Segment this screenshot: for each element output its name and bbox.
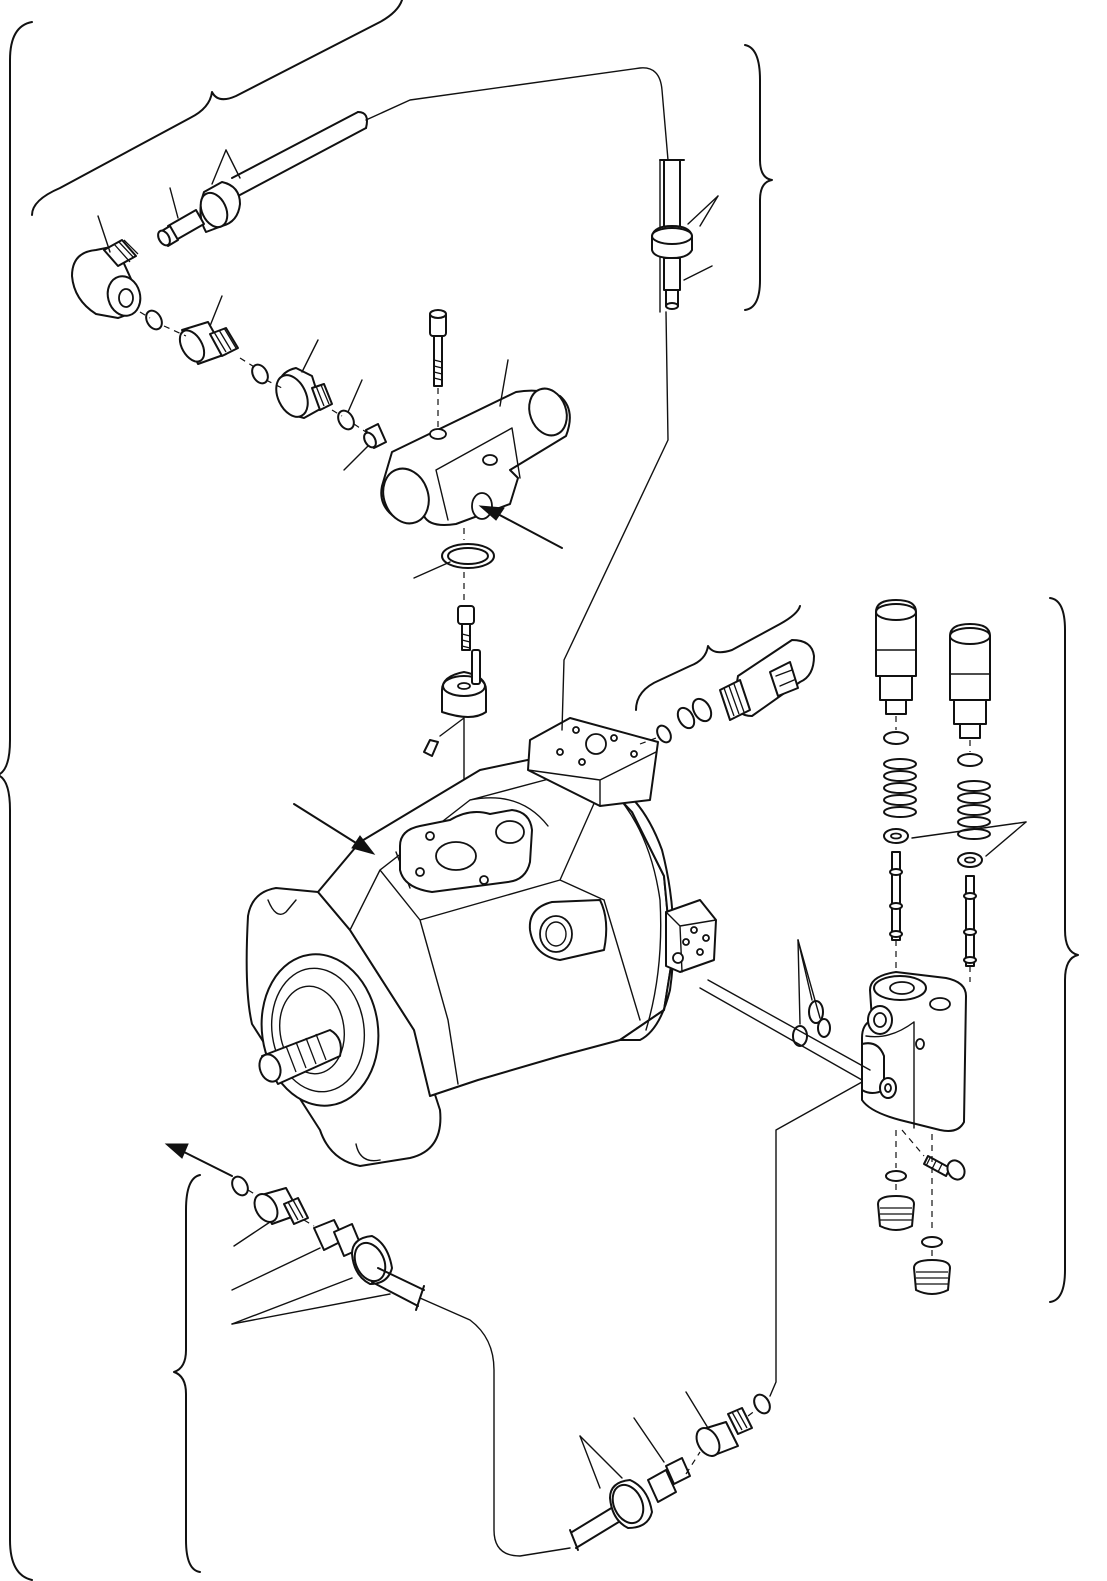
left-group-brace — [0, 21, 33, 1581]
callout-leader-elbow — [97, 215, 111, 253]
callout-leader-nipple-lower — [231, 1247, 321, 1291]
right-upper-hose — [651, 159, 719, 310]
o-ring-solenoid-b — [676, 706, 696, 730]
o-ring-cartridge-left — [883, 731, 909, 745]
main-pump — [245, 159, 717, 1167]
routing-line-block-to-gauge — [561, 311, 669, 731]
relief-cartridge-right — [949, 623, 991, 739]
o-ring-cartridge-right — [957, 753, 983, 767]
pin — [423, 739, 439, 757]
callout-leader-hose-nut-lower-a — [231, 1277, 353, 1325]
relief-cartridge-left — [875, 599, 917, 715]
spring-left — [883, 758, 917, 818]
callout-leader-washers-b — [985, 821, 1027, 857]
callout-leader-hose-nut-a — [225, 149, 241, 179]
upper-hose-assembly — [71, 67, 669, 471]
arrow-lower-left — [179, 1149, 233, 1177]
routing-line-bottom-to-block — [769, 1081, 863, 1397]
right-upper-hose-brace — [744, 44, 773, 311]
solenoid-group-brace — [635, 605, 801, 711]
arrow-valve-port — [493, 511, 563, 549]
callout-leader-nipple — [169, 187, 179, 219]
poppet-left — [889, 851, 903, 941]
o-ring-union — [337, 409, 355, 431]
callout-leader-orifice — [343, 445, 369, 471]
orifice-plug — [363, 423, 387, 449]
callout-leader-nipple-right — [683, 265, 713, 281]
union-fitting — [275, 367, 333, 419]
callout-leader-adapter-bottom — [685, 1391, 709, 1429]
adapter-bottom — [695, 1407, 753, 1457]
plug-right — [913, 1259, 951, 1295]
callout-leader-valve-o-ring — [413, 561, 451, 579]
adapter-fitting — [178, 321, 239, 365]
callout-leader-hose-nut-bottom-a — [579, 1435, 601, 1489]
o-ring-solenoid-c — [656, 724, 672, 744]
o-ring-adapter — [251, 363, 269, 385]
solenoid-thread — [719, 679, 751, 721]
callout-leader-hose-nut-bottom-b — [579, 1435, 623, 1479]
hose-nut-right — [651, 225, 693, 259]
cap-screw-center — [457, 605, 475, 651]
callout-leader-block-o-rings-b — [797, 939, 801, 1025]
hose-nipple-right — [663, 257, 681, 310]
callout-leader-hose-nut-right-b — [699, 195, 719, 227]
arrow-pump — [293, 803, 365, 849]
upper-hose-tube — [231, 111, 367, 197]
o-ring-solenoid-a — [691, 697, 713, 723]
hose-nut-bottom — [609, 1479, 653, 1529]
bottom-hose-ends — [569, 1081, 863, 1551]
center-stack — [423, 605, 487, 837]
o-ring-plug-left — [885, 1170, 907, 1182]
lower-hose-group-brace — [173, 1174, 201, 1573]
valve-port-top — [429, 428, 447, 440]
adapter-lower — [253, 1187, 309, 1225]
o-ring-elbow — [145, 309, 163, 331]
relief-block-bolt — [901, 1129, 966, 1181]
poppet-right — [963, 875, 977, 967]
callout-leader-hose-nut-b — [211, 149, 227, 185]
hose-nut-lower — [351, 1235, 393, 1285]
o-ring-block-b — [792, 1025, 808, 1047]
o-ring-plug-right — [921, 1236, 943, 1248]
o-ring-lower — [231, 1175, 249, 1197]
valve-port-side — [482, 454, 498, 466]
lower-hose-assembly — [164, 1143, 571, 1557]
lower-hose-tube — [371, 1267, 425, 1307]
o-ring-block-c — [817, 1018, 831, 1038]
valve-mounting-bolt — [429, 309, 447, 430]
solenoid-valve — [639, 639, 815, 745]
nipple-bottom — [647, 1457, 691, 1503]
hose-routing-line-lower — [419, 1297, 571, 1557]
hose-nipple-upper — [157, 209, 205, 247]
callout-leader-adapter — [209, 295, 223, 327]
callout-leader-valve-body — [499, 359, 509, 407]
spacer-block — [441, 649, 487, 718]
callout-leader-washers-a — [911, 821, 1027, 839]
hose-routing-line-upper — [365, 67, 669, 161]
elbow-fitting — [71, 239, 142, 319]
valve-end-cap — [382, 467, 430, 525]
valve-housing — [380, 309, 571, 600]
callout-leader-block-o-rings-c — [797, 939, 821, 1019]
group-braces — [0, 0, 1079, 1581]
spring-right — [957, 780, 991, 840]
o-ring-bottom — [753, 1393, 771, 1415]
relief-valve-assembly — [699, 599, 1027, 1295]
callout-leader-hose-nut-right-a — [687, 195, 719, 225]
callout-leader-nipple-bottom — [633, 1417, 665, 1463]
callout-leader-adapter-lower — [233, 1221, 271, 1247]
plug-left — [877, 1195, 915, 1231]
callout-leader-hose-nut-lower-b — [231, 1293, 391, 1325]
callout-leader-union — [301, 339, 319, 373]
hose-nut-upper — [199, 181, 241, 233]
callout-leader-o-ring — [347, 379, 363, 413]
relief-valve-group-brace — [1049, 597, 1079, 1303]
upper-hose-group-brace — [31, 0, 403, 216]
